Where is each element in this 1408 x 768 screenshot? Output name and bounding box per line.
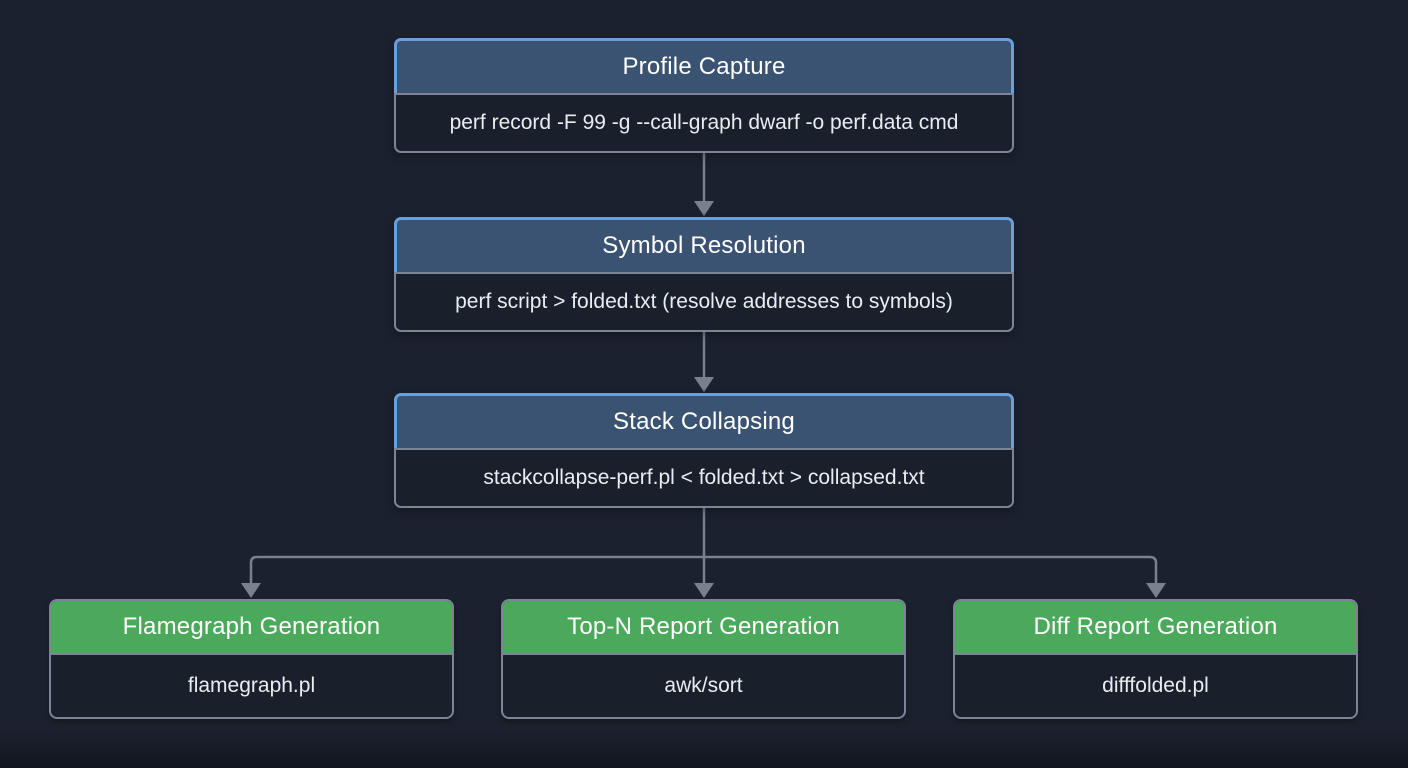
edge-resolution-to-collapsing bbox=[694, 332, 714, 392]
arrowhead-icon bbox=[694, 377, 714, 392]
node-command: perf script > folded.txt (resolve addres… bbox=[394, 272, 1014, 332]
node-title: Flamegraph Generation bbox=[51, 601, 452, 655]
node-title: Stack Collapsing bbox=[394, 393, 1014, 448]
arrowhead-icon bbox=[694, 583, 714, 598]
edge-collapsing-branch bbox=[241, 508, 1166, 598]
node-diff-report-generation: Diff Report Generation difffolded.pl bbox=[953, 599, 1358, 719]
node-command: awk/sort bbox=[664, 674, 743, 697]
node-command: stackcollapse-perf.pl < folded.txt > col… bbox=[394, 448, 1014, 508]
node-stack-collapsing: Stack Collapsing stackcollapse-perf.pl <… bbox=[394, 393, 1014, 508]
node-top-n-report-generation: Top-N Report Generation awk/sort bbox=[501, 599, 906, 719]
node-title: Profile Capture bbox=[394, 38, 1014, 93]
node-title: Top-N Report Generation bbox=[503, 601, 904, 655]
node-command: flamegraph.pl bbox=[187, 674, 316, 697]
arrowhead-icon bbox=[694, 201, 714, 216]
node-symbol-resolution: Symbol Resolution perf script > folded.t… bbox=[394, 217, 1014, 332]
node-title: Symbol Resolution bbox=[394, 217, 1014, 272]
node-command: difffolded.pl bbox=[1102, 674, 1209, 697]
node-command: perf record -F 99 -g --call-graph dwarf … bbox=[394, 93, 1014, 153]
node-title: Diff Report Generation bbox=[955, 601, 1356, 655]
edge-capture-to-resolution bbox=[694, 153, 714, 216]
arrowhead-icon bbox=[1146, 583, 1166, 598]
node-profile-capture: Profile Capture perf record -F 99 -g --c… bbox=[394, 38, 1014, 153]
node-flamegraph-generation: Flamegraph Generation flamegraph.pl bbox=[49, 599, 454, 719]
arrowhead-icon bbox=[241, 583, 261, 598]
